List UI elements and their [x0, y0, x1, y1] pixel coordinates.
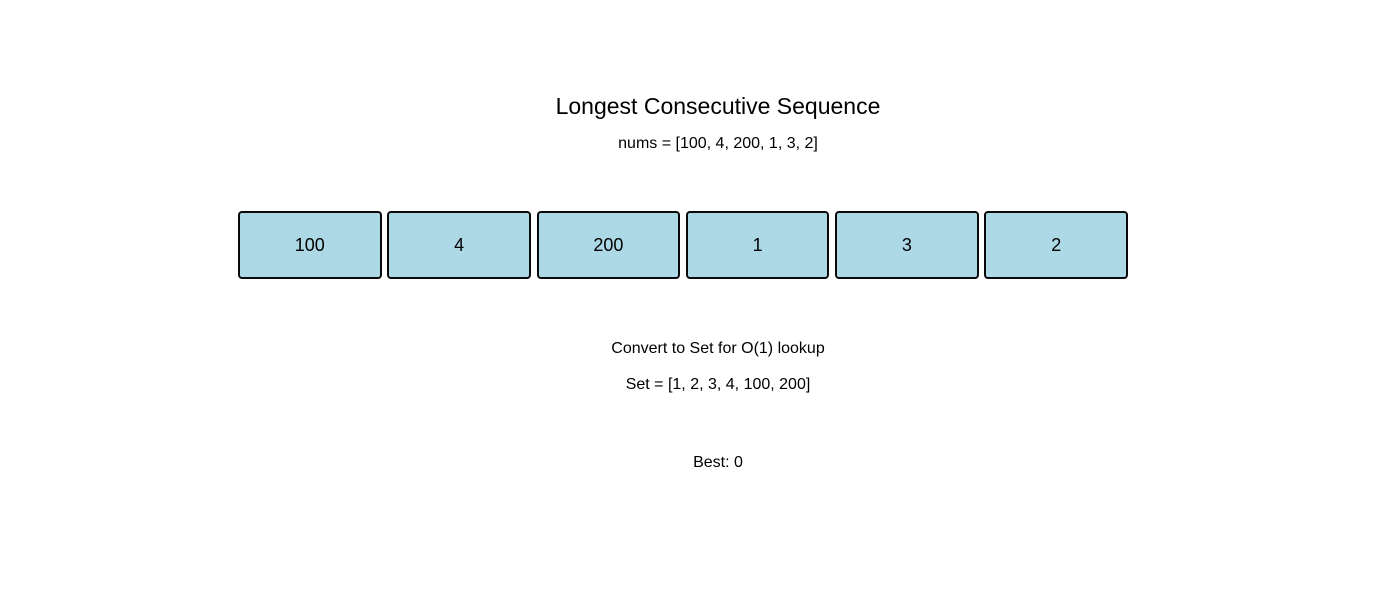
array-cell: 100	[238, 211, 382, 279]
step-caption: Convert to Set for O(1) lookup	[611, 340, 825, 357]
array-row: 100 4 200 1 3 2	[238, 211, 1128, 279]
best-count-label: Best: 0	[693, 454, 743, 471]
page-title: Longest Consecutive Sequence	[555, 93, 881, 119]
array-cell: 2	[984, 211, 1128, 279]
set-contents-label: Set = [1, 2, 3, 4, 100, 200]	[625, 376, 811, 393]
array-cell: 1	[685, 211, 830, 279]
array-cell: 200	[536, 211, 681, 279]
nums-array-label: nums = [100, 4, 200, 1, 3, 2]	[618, 135, 818, 152]
array-cell: 4	[387, 211, 531, 279]
array-cell: 3	[835, 211, 979, 279]
